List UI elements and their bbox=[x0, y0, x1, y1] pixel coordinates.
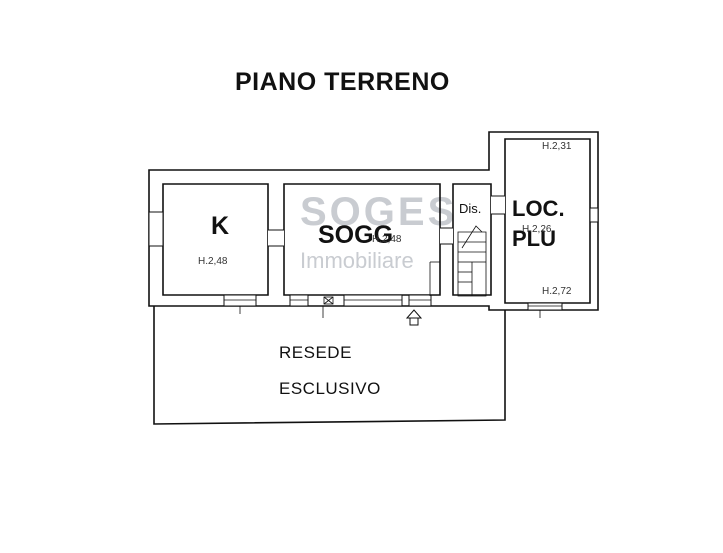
height-label-kitchen: H.2,48 bbox=[198, 256, 228, 267]
height-label-utility-mid: H.2,26 bbox=[522, 224, 552, 235]
inner-wall-kitchen bbox=[162, 183, 269, 296]
room-label-utility-line1: LOC. bbox=[512, 196, 565, 221]
inner-wall-living bbox=[283, 183, 441, 296]
height-label-living: H.2,48 bbox=[372, 234, 402, 245]
inner-wall-utility bbox=[504, 138, 591, 304]
courtyard-outline bbox=[153, 306, 506, 425]
outdoor-label-line2: ESCLUSIVO bbox=[279, 379, 381, 398]
room-label-utility-line2: PLU bbox=[512, 226, 556, 251]
room-label-hall: Dis. bbox=[459, 201, 482, 216]
inner-wall-hall bbox=[452, 183, 492, 296]
plan-title: PIANO TERRENO bbox=[235, 68, 450, 96]
watermark-brand: SOGES bbox=[300, 190, 458, 234]
height-label-utility-bottom: H.2,72 bbox=[542, 286, 572, 297]
room-label-living: SOGG bbox=[318, 221, 394, 249]
outdoor-label-line1: RESEDE bbox=[279, 343, 352, 362]
height-label-utility-top: H.2,31 bbox=[542, 141, 572, 152]
outer-wall bbox=[148, 131, 599, 311]
watermark-sub: Immobiliare bbox=[300, 248, 414, 273]
room-label-kitchen: K bbox=[211, 212, 230, 240]
